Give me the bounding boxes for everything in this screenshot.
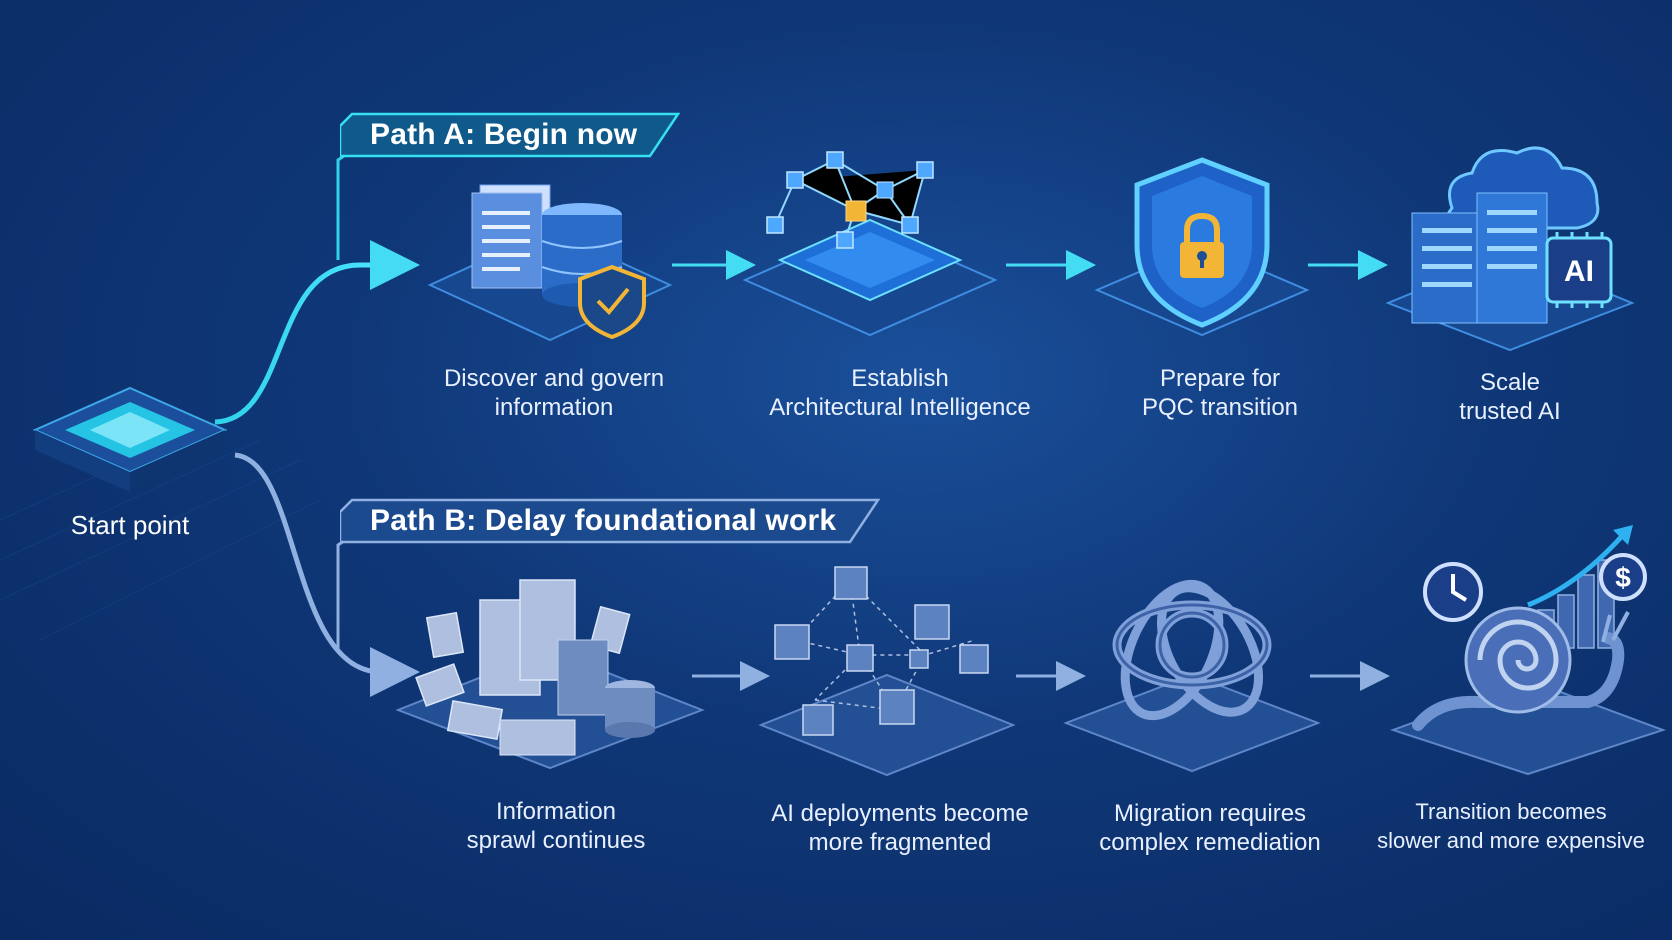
cloud-server-ai-icon: AI (1385, 146, 1635, 352)
start-point-icon (32, 386, 228, 492)
path-a-connector (214, 240, 420, 425)
snail-cost-icon: $ (1389, 525, 1667, 775)
dollar-badge: $ (1615, 562, 1631, 593)
path-b-banner: Path B: Delay foundational work (340, 498, 910, 544)
start-point-label: Start point (70, 510, 190, 540)
path-a-title: Path A: Begin now (370, 118, 638, 151)
path-a-banner: Path A: Begin now (340, 112, 710, 158)
ai-chip-badge: AI (1564, 255, 1594, 288)
path-b-connector (234, 452, 420, 697)
banner-b-shape (340, 498, 880, 544)
fragmented-network-icon (758, 566, 1016, 777)
shield-lock-icon (1094, 157, 1310, 337)
architecture-network-icon (742, 151, 998, 337)
tangled-knot-icon (1063, 579, 1321, 773)
banner-a-shape (340, 112, 680, 158)
document-sprawl-icon (395, 579, 705, 770)
document-database-shield-icon (427, 184, 673, 342)
path-b-title: Path B: Delay foundational work (370, 504, 837, 537)
